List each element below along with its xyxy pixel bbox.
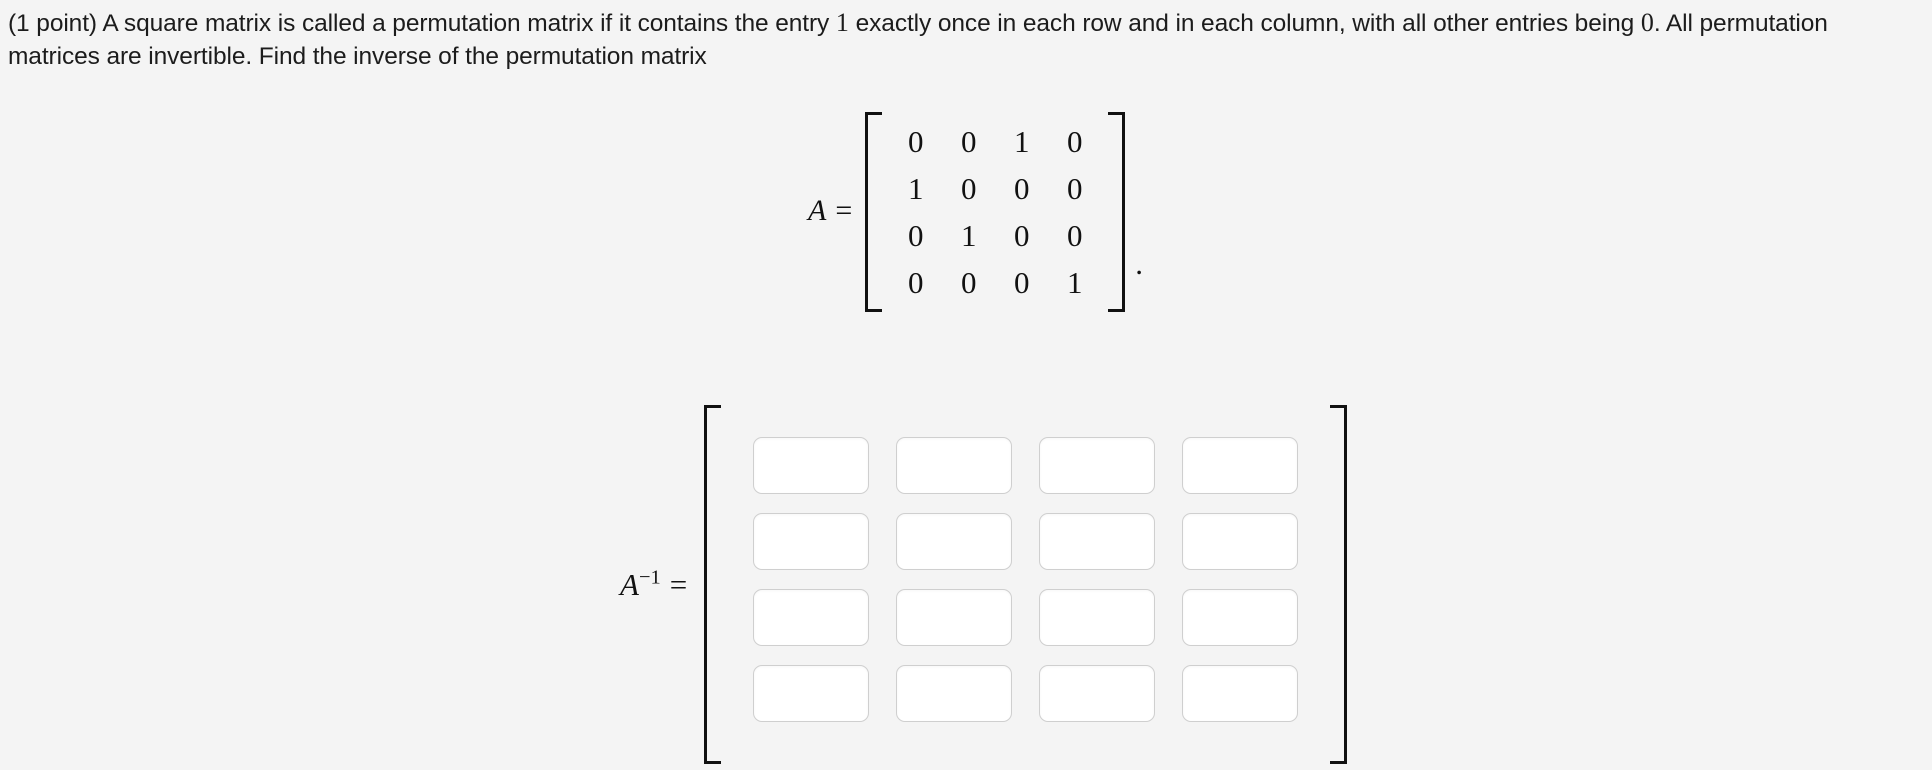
matrix-a-label: A=: [808, 194, 852, 228]
matrix-a-cell-r1c2: 0: [961, 123, 977, 159]
answer-matrix-left-bracket: [704, 405, 722, 764]
answer-cell-r2c2[interactable]: [896, 513, 1013, 570]
matrix-a-cell-r1c4: 0: [1067, 123, 1083, 159]
matrix-a-cell-r2c2: 0: [961, 170, 977, 206]
answer-cell-r4c1[interactable]: [753, 665, 870, 722]
answer-cell-r3c4[interactable]: [1182, 589, 1299, 646]
matrix-a-cell-r2c4: 0: [1067, 170, 1083, 206]
answer-matrix-right-bracket: [1330, 405, 1348, 764]
answer-cell-r3c2[interactable]: [896, 589, 1013, 646]
problem-text-part-1: A square matrix is called a permutation …: [96, 10, 836, 37]
exponent-one: 1: [650, 566, 661, 589]
points-label: (1 point): [8, 10, 97, 37]
matrix-a-cell-r4c4: 1: [1067, 264, 1083, 300]
matrix-a-equals: =: [835, 194, 853, 227]
answer-cell-r4c2[interactable]: [896, 665, 1013, 722]
problem-text-part-3: . All permutation matrices are invertibl…: [8, 10, 1828, 70]
exponent-minus-sign: −: [638, 566, 651, 589]
matrix-a: A= 0 0 1 0 1 0 0 0 0 1 0 0 0 0 0 1 .: [808, 112, 1143, 312]
answer-matrix-grid: [723, 405, 1328, 764]
answer-cell-r4c4[interactable]: [1182, 665, 1299, 722]
math-entry-one: 1: [835, 8, 849, 37]
matrix-a-cell-r4c2: 0: [961, 264, 977, 300]
problem-text-part-2: exactly once in each row and in each col…: [848, 10, 1641, 37]
answer-matrix-symbol: A: [620, 566, 639, 602]
matrix-a-right-bracket: [1108, 112, 1126, 312]
matrix-a-left-bracket: [865, 112, 883, 312]
answer-matrix: A−1 =: [620, 405, 1348, 764]
answer-matrix-equals: =: [669, 566, 688, 602]
matrix-a-cell-r3c4: 0: [1067, 217, 1083, 253]
matrix-a-cell-r3c2: 1: [961, 217, 977, 253]
answer-cell-r2c3[interactable]: [1039, 513, 1156, 570]
answer-matrix-label: A−1 =: [620, 567, 687, 603]
answer-cell-r3c3[interactable]: [1039, 589, 1156, 646]
answer-cell-r1c2[interactable]: [896, 437, 1013, 494]
matrix-a-symbol: A: [808, 194, 827, 227]
answer-cell-r1c1[interactable]: [753, 437, 870, 494]
problem-statement: (1 point) A square matrix is called a pe…: [8, 6, 1924, 73]
matrix-a-cell-r4c3: 0: [1014, 264, 1030, 300]
answer-cell-r3c1[interactable]: [753, 589, 870, 646]
matrix-a-cell-r3c3: 0: [1014, 217, 1030, 253]
matrix-a-cell-r2c1: 1: [908, 170, 924, 206]
answer-cell-r4c3[interactable]: [1039, 665, 1156, 722]
matrix-a-cell-r1c1: 0: [908, 123, 924, 159]
matrix-a-cell-r3c1: 0: [908, 217, 924, 253]
matrix-a-trailing-period: .: [1135, 246, 1143, 281]
math-entry-zero: 0: [1640, 8, 1654, 37]
matrix-a-cell-r1c3: 1: [1014, 123, 1030, 159]
answer-cell-r1c3[interactable]: [1039, 437, 1156, 494]
answer-cell-r2c4[interactable]: [1182, 513, 1299, 570]
answer-matrix-exponent: −1: [639, 566, 661, 588]
answer-cell-r1c4[interactable]: [1182, 437, 1299, 494]
matrix-a-grid: 0 0 1 0 1 0 0 0 0 1 0 0 0 0 0 1: [884, 112, 1106, 312]
answer-cell-r2c1[interactable]: [753, 513, 870, 570]
matrix-a-cell-r4c1: 0: [908, 264, 924, 300]
matrix-a-cell-r2c3: 0: [1014, 170, 1030, 206]
